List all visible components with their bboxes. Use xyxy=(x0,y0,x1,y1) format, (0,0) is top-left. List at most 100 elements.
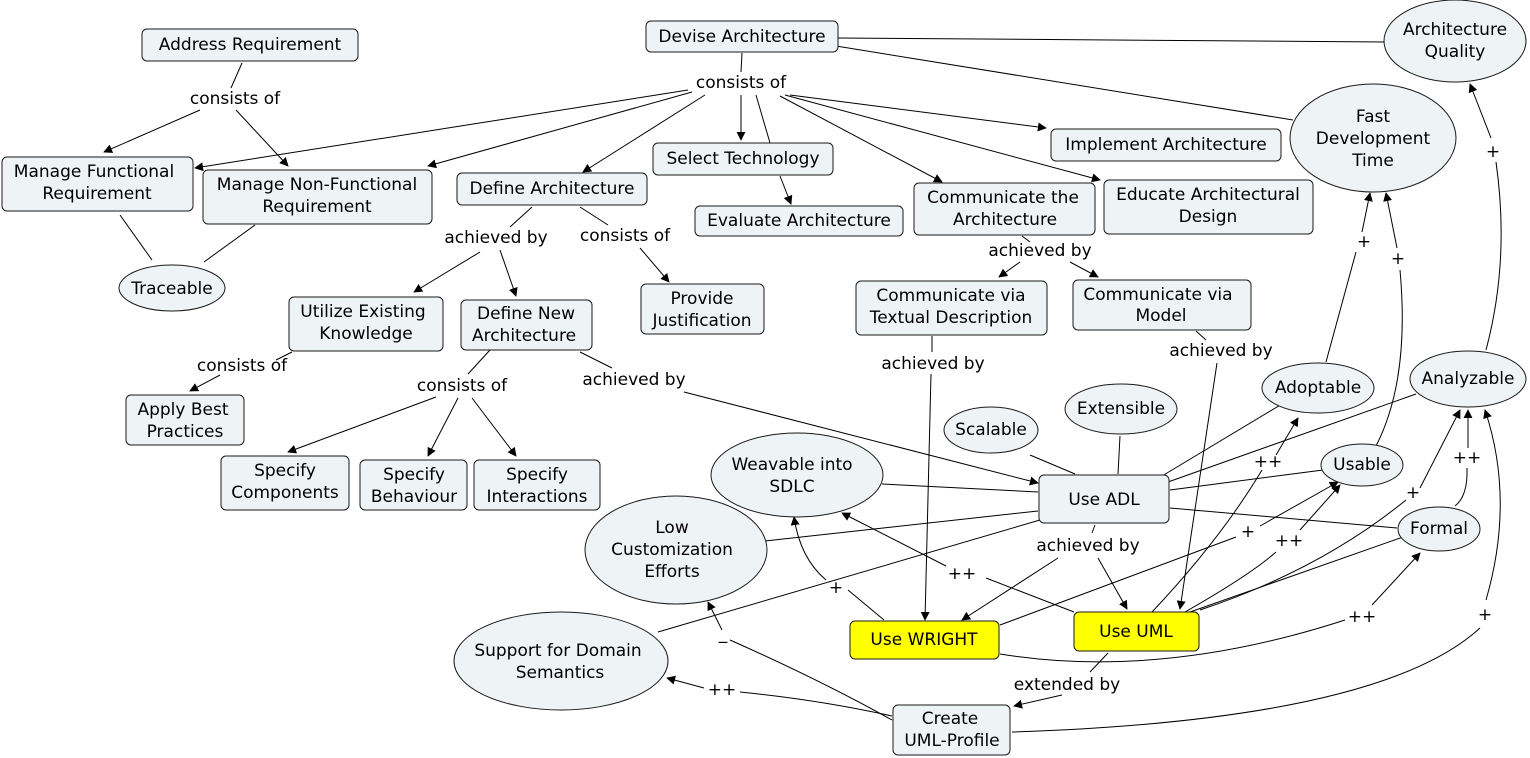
node-use-adl[interactable]: Use ADL xyxy=(1038,474,1170,524)
node-address-requirement[interactable]: Address Requirement xyxy=(141,28,359,62)
svg-text:Utilize Existing: Utilize Existing xyxy=(300,302,425,322)
node-support-domain-semantics[interactable]: Support for Domain Semantics xyxy=(453,611,669,711)
edge xyxy=(961,557,1059,621)
node-scalable[interactable]: Scalable xyxy=(943,406,1039,454)
edge xyxy=(509,206,533,228)
edge xyxy=(427,91,693,169)
edge xyxy=(985,577,1075,613)
link-label: extended by xyxy=(1014,675,1120,695)
link-label: consists of xyxy=(417,376,508,396)
node-define-architecture[interactable]: Define Architecture xyxy=(456,172,648,206)
node-define-new-architecture[interactable]: Define New Architecture xyxy=(460,299,593,351)
edge xyxy=(1169,469,1324,491)
node-communicate-architecture[interactable]: Communicate the Architecture xyxy=(913,182,1096,236)
node-educate-architectural-design[interactable]: Educate Architectural Design xyxy=(1103,179,1314,235)
link-label: achieved by xyxy=(881,354,984,374)
node-low-customization-efforts[interactable]: Low Customization Efforts xyxy=(584,495,768,605)
svg-text:Requirement: Requirement xyxy=(262,197,372,217)
edge xyxy=(881,483,1039,493)
node-communicate-model[interactable]: Communicate via Model xyxy=(1072,279,1252,331)
link-label: consists of xyxy=(190,89,281,109)
edge xyxy=(1013,694,1063,709)
link-label: achieved by xyxy=(1169,341,1272,361)
node-architecture-quality[interactable]: Architecture Quality xyxy=(1383,0,1527,83)
edge xyxy=(235,109,289,167)
svg-text:Weavable into: Weavable into xyxy=(731,455,852,475)
edge xyxy=(194,89,689,172)
node-communicate-textual[interactable]: Communicate via Textual Description xyxy=(855,280,1048,336)
edge xyxy=(275,351,293,361)
link-label: + xyxy=(1486,142,1500,162)
svg-text:SDLC: SDLC xyxy=(769,477,814,497)
edge xyxy=(740,52,743,73)
node-create-uml-profile[interactable]: Create UML-Profile xyxy=(892,704,1011,756)
edge xyxy=(1325,251,1357,363)
edge xyxy=(764,510,1039,542)
node-adoptable[interactable]: Adoptable xyxy=(1261,362,1375,414)
svg-text:Extensible: Extensible xyxy=(1077,399,1165,419)
svg-text:Architecture: Architecture xyxy=(1403,20,1507,40)
link-label: ++ xyxy=(708,680,737,700)
edge xyxy=(427,397,459,457)
edge xyxy=(1375,269,1403,447)
edge xyxy=(1117,435,1121,475)
node-evaluate-architecture[interactable]: Evaluate Architecture xyxy=(694,205,904,237)
edge xyxy=(1161,403,1283,477)
edge xyxy=(1091,524,1096,534)
node-provide-justification[interactable]: Provide Justification xyxy=(640,283,765,335)
edge xyxy=(1419,409,1461,489)
edge xyxy=(189,374,221,392)
edge xyxy=(1029,454,1076,475)
link-label: achieved by xyxy=(444,228,547,248)
edge xyxy=(287,396,437,454)
node-utilize-existing-knowledge[interactable]: Utilize Existing Knowledge xyxy=(288,296,444,352)
edge xyxy=(847,589,885,621)
node-usable[interactable]: Usable xyxy=(1320,443,1404,487)
edge xyxy=(1069,261,1099,278)
edge xyxy=(1275,417,1299,456)
node-implement-architecture[interactable]: Implement Architecture xyxy=(1050,128,1282,162)
svg-text:Efforts: Efforts xyxy=(644,562,700,582)
node-use-wright[interactable]: Use WRIGHT xyxy=(849,620,1000,660)
edge xyxy=(999,536,1237,626)
edge xyxy=(999,619,1346,663)
node-select-technology[interactable]: Select Technology xyxy=(652,142,834,176)
edge xyxy=(1195,330,1207,341)
node-use-uml[interactable]: Use UML xyxy=(1073,611,1200,652)
link-label: achieved by xyxy=(988,241,1091,261)
node-apply-best-practices[interactable]: Apply Best Practices xyxy=(125,394,245,446)
node-formal[interactable]: Formal xyxy=(1397,506,1481,552)
edge xyxy=(835,45,1294,121)
node-manage-functional-requirement[interactable]: Manage Functional Requirement xyxy=(1,156,194,212)
node-devise-architecture[interactable]: Devise Architecture xyxy=(645,20,839,53)
node-extensible[interactable]: Extensible xyxy=(1064,383,1178,435)
svg-text:Educate Architectural: Educate Architectural xyxy=(1116,185,1300,205)
node-fast-development-time[interactable]: Fast Development Time xyxy=(1289,83,1457,193)
edge xyxy=(203,224,256,263)
edge xyxy=(1169,507,1398,529)
link-label: _ xyxy=(718,624,728,644)
node-manage-nonfunctional-requirement[interactable]: Manage Non-Functional Requirement xyxy=(202,169,433,225)
node-traceable[interactable]: Traceable xyxy=(118,264,226,312)
svg-text:Use UML: Use UML xyxy=(1099,622,1173,642)
edge xyxy=(1383,192,1398,249)
svg-text:Analyzable: Analyzable xyxy=(1422,369,1515,389)
svg-text:Textual Description: Textual Description xyxy=(869,308,1033,328)
svg-text:Manage Non-Functional: Manage Non-Functional xyxy=(217,175,417,195)
svg-text:Behaviour: Behaviour xyxy=(371,487,457,507)
edges xyxy=(103,37,1502,733)
node-specify-interactions[interactable]: Specify Interactions xyxy=(473,459,601,511)
edge xyxy=(1184,551,1277,613)
edge xyxy=(1011,627,1481,733)
edge xyxy=(707,601,723,631)
node-weavable-sdlc[interactable]: Weavable into SDLC xyxy=(710,432,884,518)
node-specify-components[interactable]: Specify Components xyxy=(220,455,350,511)
svg-text:Requirement: Requirement xyxy=(42,184,152,204)
node-analyzable[interactable]: Analyzable xyxy=(1409,350,1527,408)
svg-text:Select Technology: Select Technology xyxy=(666,149,819,169)
svg-text:Practices: Practices xyxy=(147,422,224,442)
node-specify-behaviour[interactable]: Specify Behaviour xyxy=(359,459,468,511)
svg-text:Fast: Fast xyxy=(1356,107,1390,127)
svg-text:Low: Low xyxy=(655,518,689,538)
